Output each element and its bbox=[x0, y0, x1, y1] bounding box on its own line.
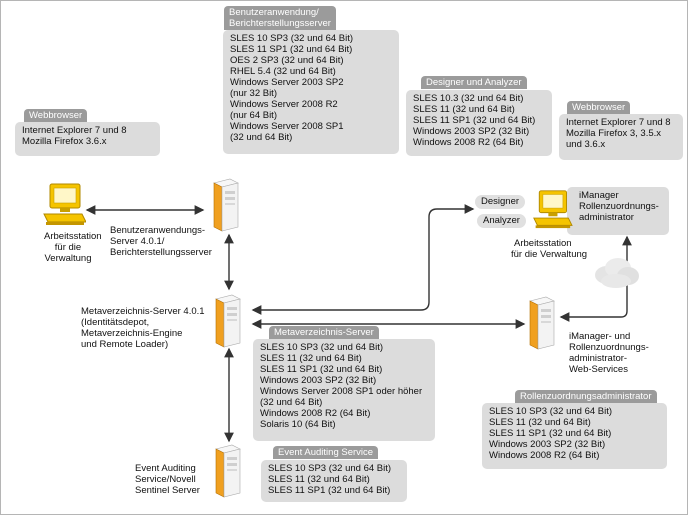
server-icon bbox=[210, 177, 240, 236]
webbrowser-left-tab: Webbrowser bbox=[24, 109, 88, 122]
text-line: iManager- und bbox=[569, 331, 631, 342]
text-line: (nur 32 Bit) bbox=[230, 88, 277, 99]
rbpm-box: SLES 10 SP3 (32 und 64 Bit) SLES 11 (32 … bbox=[482, 403, 667, 469]
text-line: Solaris 10 (64 Bit) bbox=[260, 419, 336, 430]
text-line: Berichterstellungsserver bbox=[229, 18, 331, 29]
text-line: Windows 2008 R2 (64 Bit) bbox=[260, 408, 371, 419]
text-line: Berichterstellungsserver bbox=[110, 247, 212, 258]
text-line: SLES 11 (32 und 64 Bit) bbox=[268, 474, 370, 485]
text-line: Windows 2003 SP2 (32 Bit) bbox=[413, 126, 530, 137]
webbrowser-right-tab: Webbrowser bbox=[567, 101, 631, 114]
text-line: SLES 11 SP1 (32 und 64 Bit) bbox=[260, 364, 383, 375]
imanager-box: iManager Rollenzuordnungs- administrator bbox=[567, 187, 669, 235]
server-icon bbox=[212, 293, 242, 352]
ua-server-tab: Benutzeranwendung/ Berichterstellungsser… bbox=[224, 6, 336, 30]
text-line: Windows Server 2003 SP2 bbox=[230, 77, 344, 88]
text-line: Web-Services bbox=[569, 364, 628, 375]
metadirectory-box: SLES 10 SP3 (32 und 64 Bit) SLES 11 (32 … bbox=[253, 339, 435, 441]
text-line: SLES 10 SP3 (32 und 64 Bit) bbox=[489, 406, 613, 417]
text-line: (32 und 64 Bit) bbox=[230, 132, 293, 143]
admin-station-left-label: Arbeitsstation für die Verwaltung bbox=[44, 231, 102, 264]
metadirectory-label: Metaverzeichnis-Server 4.0.1 (Identitäts… bbox=[81, 306, 205, 350]
text-line: Arbeitsstation bbox=[44, 231, 102, 242]
text-line: Benutzeranwendung/ bbox=[229, 7, 319, 18]
text-line: Windows 2008 R2 (64 Bit) bbox=[489, 450, 600, 461]
text-line: SLES 11 (32 und 64 Bit) bbox=[413, 104, 515, 115]
text-line: für die Verwaltung bbox=[511, 249, 588, 260]
text-line: Windows 2003 SP2 (32 Bit) bbox=[260, 375, 377, 386]
text-line: Windows Server 2008 R2 bbox=[230, 99, 338, 110]
webbrowser-left-box: Internet Explorer 7 und 8 Mozilla Firefo… bbox=[15, 122, 160, 156]
text-line: (nur 64 Bit) bbox=[230, 110, 277, 121]
text-line: und Remote Loader) bbox=[81, 339, 169, 350]
rbpm-tab: Rollenzuordnungsadministrator bbox=[515, 390, 657, 403]
text-line: für die bbox=[54, 242, 82, 253]
text-line: Mozilla Firefox 3, 3.5.x bbox=[566, 128, 662, 139]
admin-station-right-label: Arbeitsstation für die Verwaltung bbox=[511, 238, 587, 260]
text-line: (32 und 64 Bit) bbox=[260, 397, 323, 408]
event-auditing-tab: Event Auditing Service bbox=[273, 446, 379, 459]
text-line: SLES 11 SP1 (32 und 64 Bit) bbox=[268, 485, 391, 496]
text-line: Windows Server 2008 SP1 oder höher bbox=[260, 386, 423, 397]
text-line: Mozilla Firefox 3.6.x bbox=[22, 136, 107, 147]
server-icon bbox=[526, 295, 556, 354]
ua-server-box: SLES 10 SP3 (32 und 64 Bit) SLES 11 SP1 … bbox=[223, 30, 399, 154]
text-line: Windows Server 2008 SP1 bbox=[230, 121, 344, 132]
imanager-server-label: iManager- und Rollenzuordnungs- administ… bbox=[569, 331, 649, 375]
text-line: Windows 2008 R2 (64 Bit) bbox=[413, 137, 524, 148]
workstation-icon bbox=[531, 189, 573, 232]
text-line: und 3.6.x bbox=[566, 139, 606, 150]
text-line: OES 2 SP3 (32 und 64 Bit) bbox=[230, 55, 344, 66]
text-line: administrator- bbox=[569, 353, 628, 364]
text-line: SLES 10 SP3 (32 und 64 Bit) bbox=[230, 33, 354, 44]
text-line: Server 4.0.1/ bbox=[110, 236, 165, 247]
event-auditing-box: SLES 10 SP3 (32 und 64 Bit) SLES 11 (32 … bbox=[261, 460, 407, 502]
text-line: SLES 11 SP1 (32 und 64 Bit) bbox=[489, 428, 612, 439]
text-line: SLES 10.3 (32 und 64 Bit) bbox=[413, 93, 524, 104]
text-line: Arbeitsstation bbox=[514, 238, 572, 249]
text-line: RHEL 5.4 (32 und 64 Bit) bbox=[230, 66, 336, 77]
designer-analyzer-box: SLES 10.3 (32 und 64 Bit) SLES 11 (32 un… bbox=[406, 90, 552, 156]
webbrowser-right-box: Internet Explorer 7 und 8 Mozilla Firefo… bbox=[559, 114, 683, 160]
text-line: SLES 11 (32 und 64 Bit) bbox=[489, 417, 591, 428]
text-line: Metaverzeichnis-Server 4.0.1 bbox=[81, 306, 205, 317]
server-icon bbox=[212, 443, 242, 502]
text-line: Sentinel Server bbox=[135, 485, 200, 496]
text-line: SLES 10 SP3 (32 und 64 Bit) bbox=[268, 463, 392, 474]
text-line: Windows 2003 SP2 (32 Bit) bbox=[489, 439, 606, 450]
ua-server-label: Benutzeranwendungs- Server 4.0.1/ Berich… bbox=[110, 225, 212, 258]
cloud-icon bbox=[591, 255, 641, 294]
text-line: Internet Explorer 7 und 8 bbox=[22, 125, 127, 136]
text-line: (Identitätsdepot, bbox=[81, 317, 150, 328]
text-line: SLES 11 (32 und 64 Bit) bbox=[260, 353, 362, 364]
text-line: Verwaltung bbox=[44, 253, 92, 264]
designer-pill: Designer bbox=[475, 195, 526, 209]
workstation-icon bbox=[42, 182, 87, 229]
text-line: Benutzeranwendungs- bbox=[110, 225, 206, 236]
designer-analyzer-tab: Designer und Analyzer bbox=[421, 76, 527, 89]
text-line: Metaverzeichnis-Engine bbox=[81, 328, 183, 339]
text-line: SLES 10 SP3 (32 und 64 Bit) bbox=[260, 342, 384, 353]
text-line: SLES 11 SP1 (32 und 64 Bit) bbox=[413, 115, 536, 126]
metadirectory-tab: Metaverzeichnis-Server bbox=[269, 326, 379, 339]
text-line: Service/Novell bbox=[135, 474, 196, 485]
text-line: Event Auditing bbox=[135, 463, 196, 474]
connector-cloud-server bbox=[559, 301, 628, 322]
connector-metadirectory-designer bbox=[251, 204, 475, 315]
text-line: SLES 11 SP1 (32 und 64 Bit) bbox=[230, 44, 353, 55]
analyzer-pill: Analyzer bbox=[477, 214, 526, 228]
text-line: iManager bbox=[579, 190, 619, 201]
text-line: Rollenzuordnungs- bbox=[569, 342, 649, 353]
event-auditing-label: Event Auditing Service/Novell Sentinel S… bbox=[135, 463, 200, 496]
text-line: Rollenzuordnungs- bbox=[579, 201, 659, 212]
text-line: Internet Explorer 7 und 8 bbox=[566, 117, 671, 128]
text-line: administrator bbox=[579, 212, 634, 223]
